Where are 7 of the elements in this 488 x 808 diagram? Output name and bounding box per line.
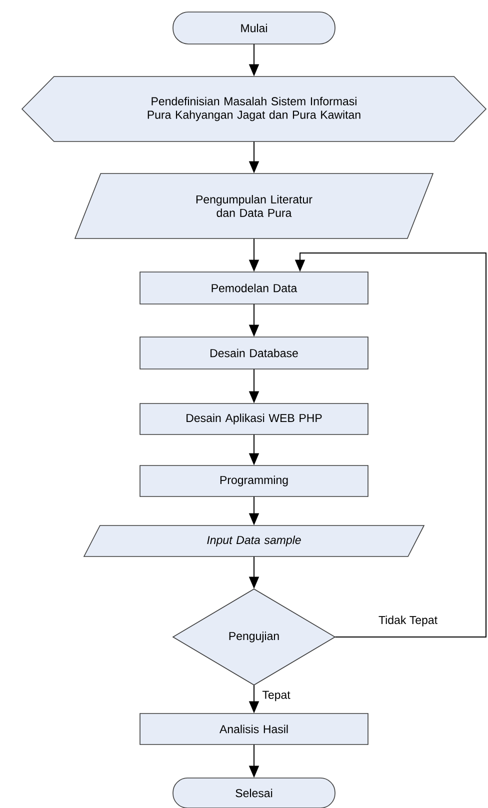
process-box: Programming xyxy=(140,465,368,497)
edge-label: Tepat xyxy=(261,690,292,702)
process-box: Pemodelan Data xyxy=(140,272,368,304)
process-box: Desain Database xyxy=(140,336,368,370)
edge-label: Tidak Tepat xyxy=(378,614,439,628)
process-box: Desain Aplikasi WEB PHP xyxy=(140,403,368,435)
process-box: Analisis Hasil xyxy=(140,713,368,745)
